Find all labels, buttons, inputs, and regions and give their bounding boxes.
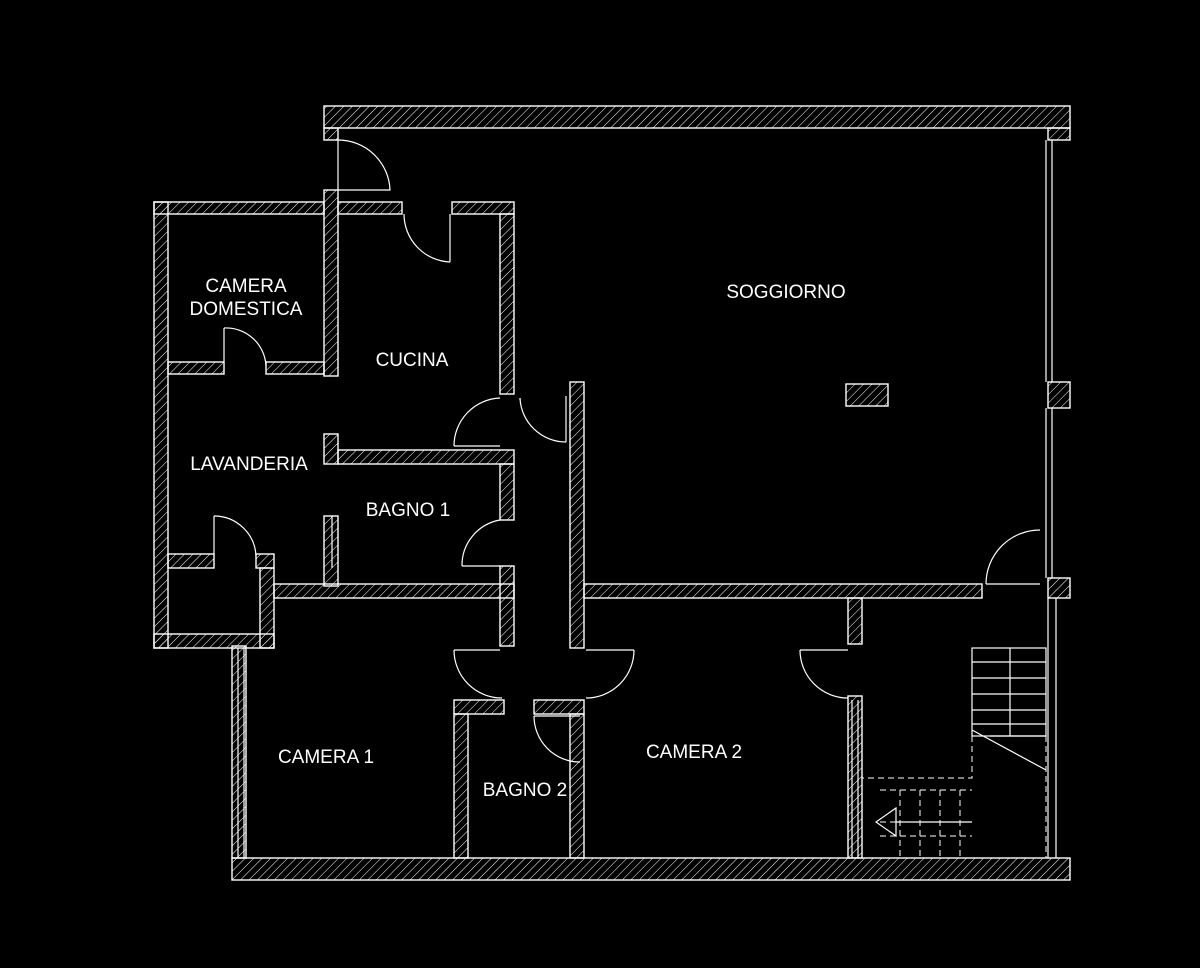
label-camera-2: CAMERA 2: [646, 742, 742, 763]
staircase: [861, 647, 1047, 858]
label-camera-1: CAMERA 1: [278, 747, 374, 768]
label-camera-domestica-2: DOMESTICA: [190, 299, 303, 320]
label-camera-domestica-1: CAMERA: [205, 276, 287, 297]
label-bagno-1: BAGNO 1: [366, 500, 450, 521]
label-lavanderia: LAVANDERIA: [190, 454, 308, 475]
window-lines: [237, 140, 1057, 858]
label-cucina: CUCINA: [376, 350, 449, 371]
walls: [153, 105, 1071, 881]
doors: [213, 139, 1041, 763]
room-labels: CAMERA DOMESTICA CUCINA SOGGIORNO LAVAND…: [190, 276, 846, 801]
label-soggiorno: SOGGIORNO: [726, 282, 845, 303]
label-bagno-2: BAGNO 2: [483, 780, 567, 801]
